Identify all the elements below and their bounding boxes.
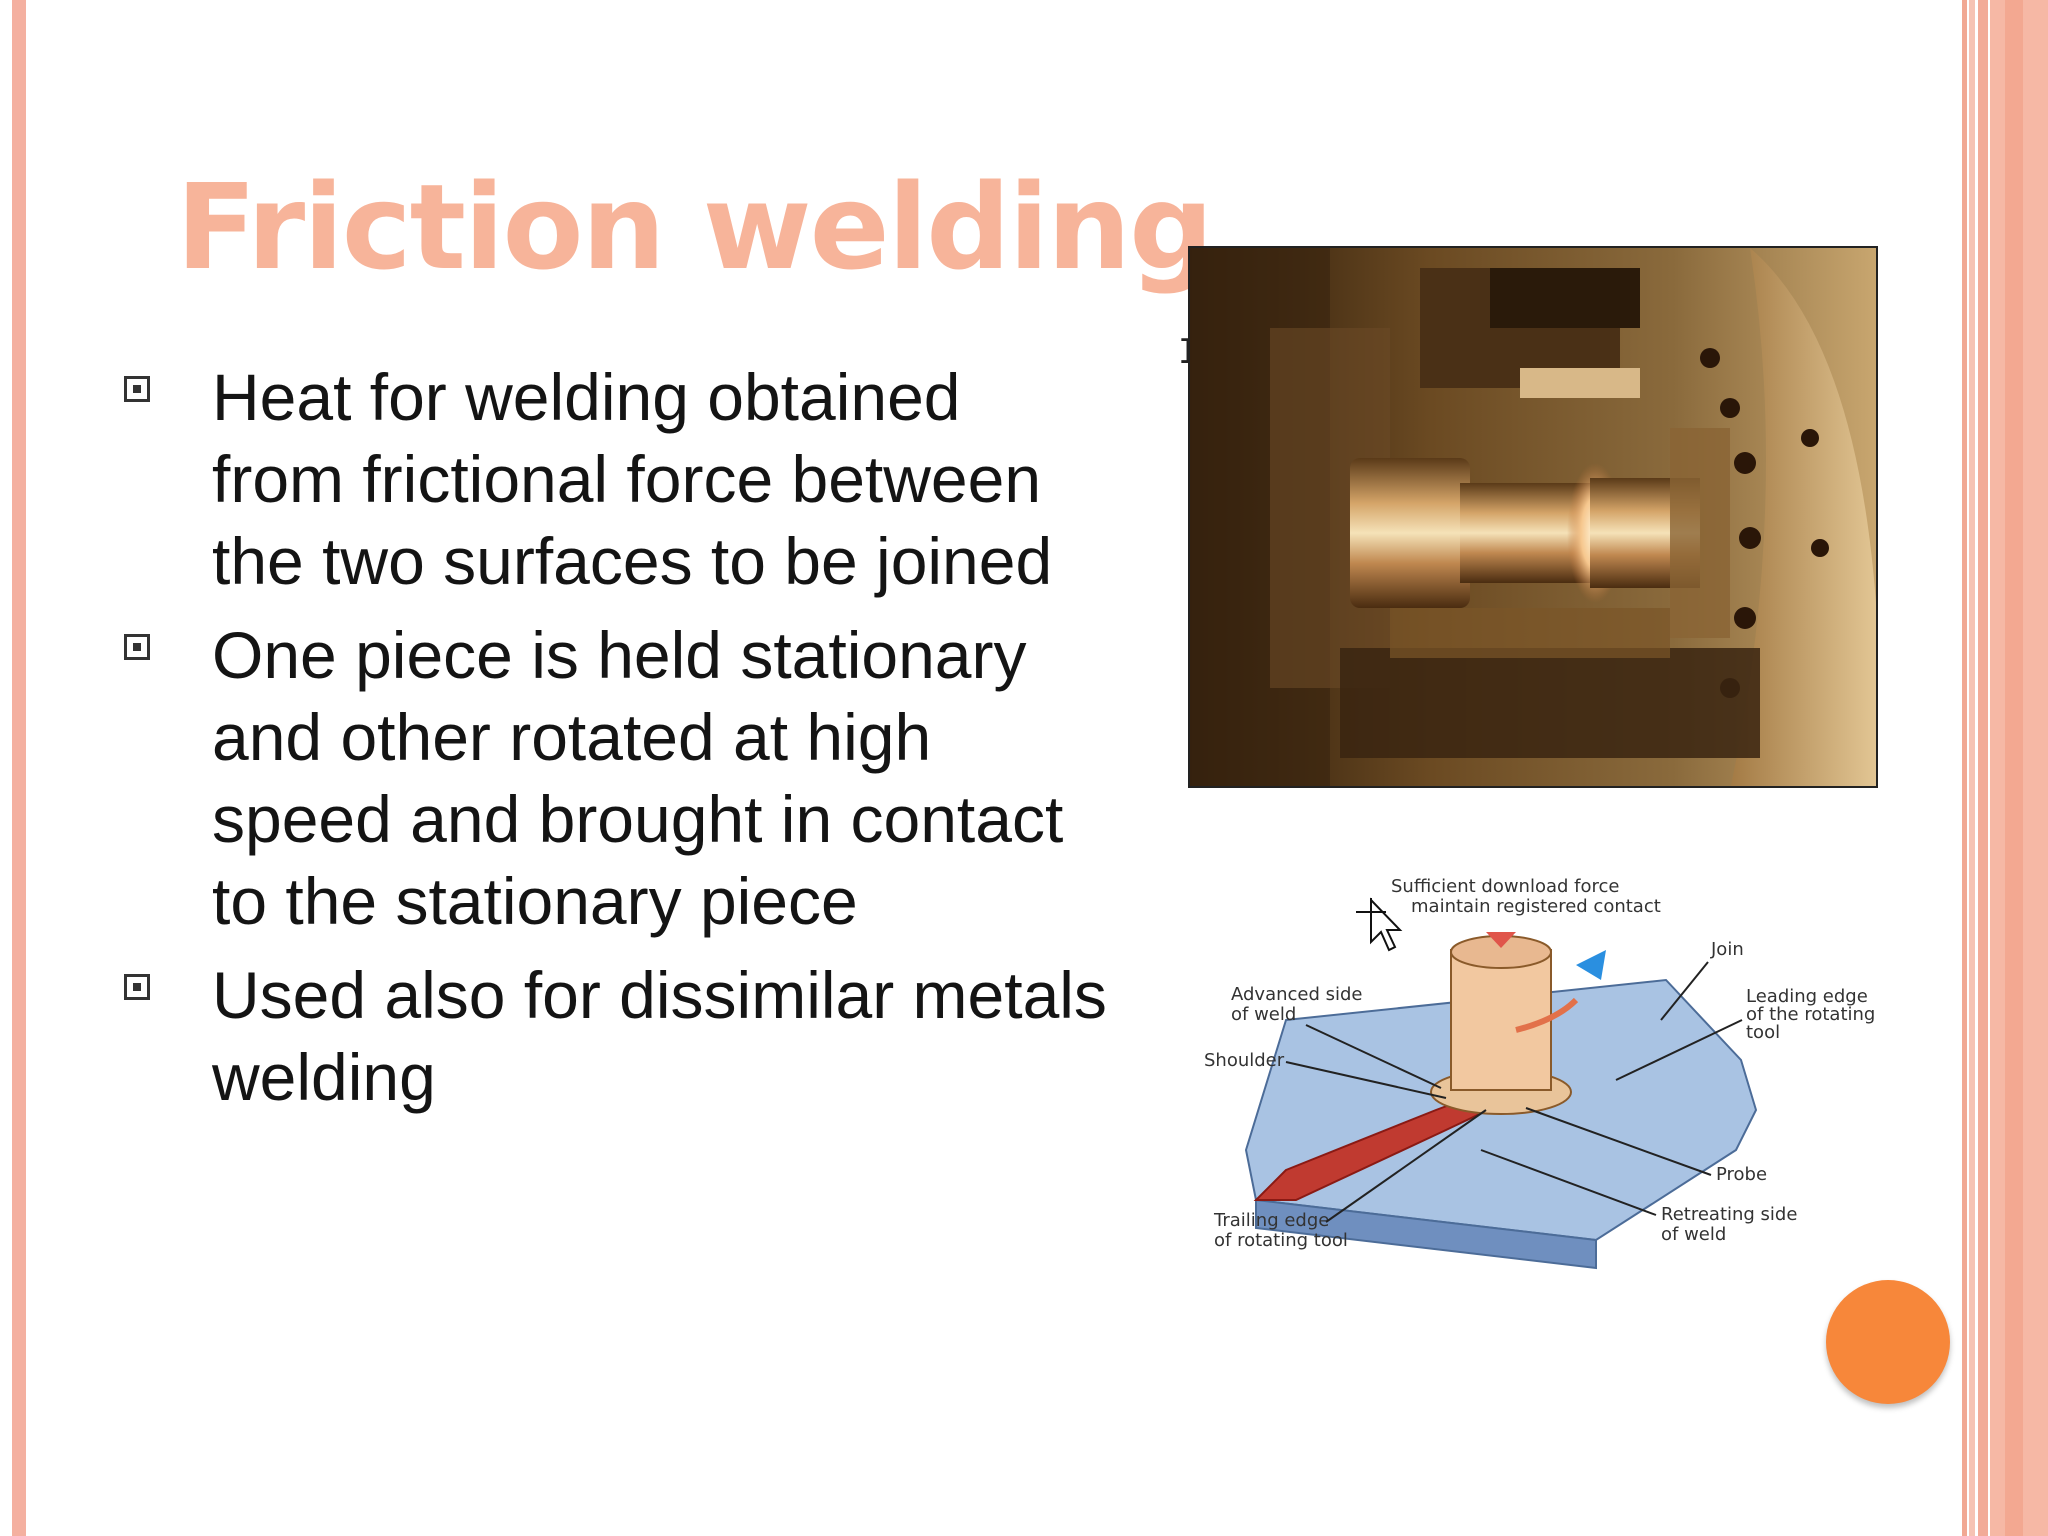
left-border-stripe xyxy=(12,0,26,1536)
friction-welding-photo xyxy=(1188,246,1878,788)
bullet-line: speed and brought in contact xyxy=(212,782,1064,856)
diagram-label: Shoulder xyxy=(1204,1050,1285,1071)
friction-welding-photo-graphic xyxy=(1190,248,1876,786)
right-border-stripe xyxy=(1962,0,1967,1536)
diagram-label: maintain registered contact xyxy=(1411,896,1661,917)
boxed-square-bullet-icon xyxy=(124,376,150,402)
leader-line xyxy=(1480,1149,1657,1216)
diagram-label: Retreating side xyxy=(1661,1204,1797,1225)
diagram-label: Trailing edge xyxy=(1213,1210,1329,1231)
diagram-label: Sufficient download force xyxy=(1391,876,1619,897)
boxed-square-bullet-icon xyxy=(124,634,150,660)
friction-stir-welding-diagram: Sufficient download force maintain regis… xyxy=(1204,876,1875,1270)
bullet-line: and other rotated at high xyxy=(212,700,932,774)
workpiece-plate-side xyxy=(1255,1198,1597,1270)
bullet-item: Used also for dissimilar metals welding xyxy=(120,954,1140,1118)
diagram-label: Leading edge xyxy=(1746,986,1868,1007)
boxed-square-bullet-icon xyxy=(124,974,150,1000)
diagram-label: of rotating tool xyxy=(1214,1230,1348,1251)
leader-line xyxy=(1615,1019,1743,1081)
bullet-line: the two surfaces to be joined xyxy=(212,524,1053,598)
bullet-line: to the stationary piece xyxy=(212,864,858,938)
bullet-line: One piece is held stationary xyxy=(212,618,1027,692)
bullet-line: welding xyxy=(212,1040,436,1114)
diagram-label: Probe xyxy=(1716,1164,1767,1185)
rotation-arrow-icon xyxy=(1515,997,1579,1033)
right-border-stripe xyxy=(2005,0,2023,1536)
bullet-line: Heat for welding obtained xyxy=(212,360,961,434)
right-border-stripe xyxy=(1969,0,1975,1536)
leader-line xyxy=(1660,961,1709,1021)
diagram-label: Join xyxy=(1710,939,1744,960)
decorative-orange-circle xyxy=(1826,1280,1950,1404)
bullet-list: Heat for welding obtained from frictiona… xyxy=(120,356,1140,1130)
right-border-stripe xyxy=(1978,0,1988,1536)
leader-line xyxy=(1305,1024,1442,1089)
bullet-item: One piece is held stationary and other r… xyxy=(120,614,1140,942)
slide-title: Friction welding xyxy=(176,158,1214,296)
down-force-arrow-icon xyxy=(1486,932,1516,948)
diagram-label: of the rotating xyxy=(1746,1004,1875,1025)
leader-line xyxy=(1285,1061,1447,1099)
leader-line xyxy=(1525,1107,1712,1176)
bullet-line: from frictional force between xyxy=(212,442,1042,516)
leader-line xyxy=(1325,1109,1487,1223)
diagram-label: Advanced side xyxy=(1231,984,1363,1005)
bullet-item: Heat for welding obtained from frictiona… xyxy=(120,356,1140,602)
move-pointer-icon xyxy=(1356,897,1403,952)
bullet-line: Used also for dissimilar metals xyxy=(212,958,1107,1032)
diagram-label: of weld xyxy=(1661,1224,1726,1245)
travel-direction-arrow-icon xyxy=(1576,950,1606,980)
diagram-label: tool xyxy=(1746,1022,1780,1043)
diagram-label: of weld xyxy=(1231,1004,1296,1025)
rotating-tool xyxy=(1450,949,1552,1091)
